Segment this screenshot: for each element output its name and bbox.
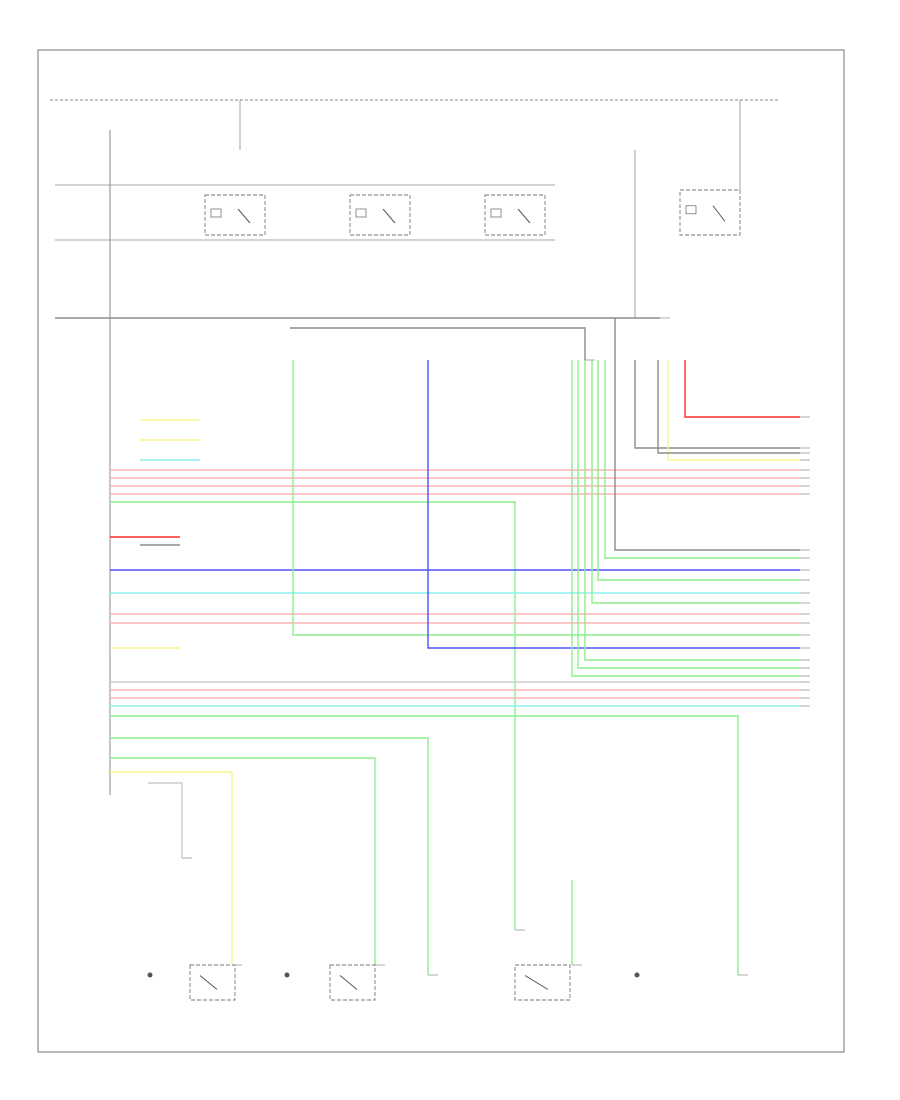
switch bbox=[189, 964, 236, 1001]
wire-red bbox=[684, 360, 800, 418]
wire-gray bbox=[614, 318, 800, 551]
wire-green bbox=[110, 737, 429, 975]
ground-symbol bbox=[634, 972, 640, 978]
wires-layer bbox=[55, 317, 810, 976]
switch bbox=[329, 964, 376, 1001]
relay bbox=[349, 194, 411, 236]
relay bbox=[679, 189, 741, 236]
wire-green bbox=[571, 360, 800, 677]
components-layer bbox=[147, 189, 741, 1001]
wire-yellow bbox=[110, 771, 233, 965]
switch bbox=[514, 964, 571, 1001]
wire-green bbox=[110, 715, 739, 975]
wire-gray bbox=[634, 360, 800, 449]
wire-light_gray bbox=[148, 782, 183, 858]
wire-green bbox=[110, 501, 516, 930]
ground-symbol bbox=[147, 972, 153, 978]
wire-green bbox=[584, 360, 800, 661]
wire-green bbox=[577, 360, 800, 669]
ground-symbol bbox=[284, 972, 290, 978]
relay bbox=[484, 194, 546, 236]
wire-gray bbox=[657, 360, 800, 454]
relay bbox=[204, 194, 266, 236]
wire-gray bbox=[290, 327, 586, 360]
diagram-border bbox=[37, 49, 845, 1053]
wire-green bbox=[110, 757, 376, 965]
wire-blue bbox=[427, 360, 800, 649]
wire-green bbox=[597, 360, 800, 581]
wire-green bbox=[604, 360, 800, 559]
wire-green bbox=[591, 360, 800, 604]
wire-yellow bbox=[667, 360, 800, 461]
wire-green bbox=[292, 360, 800, 636]
